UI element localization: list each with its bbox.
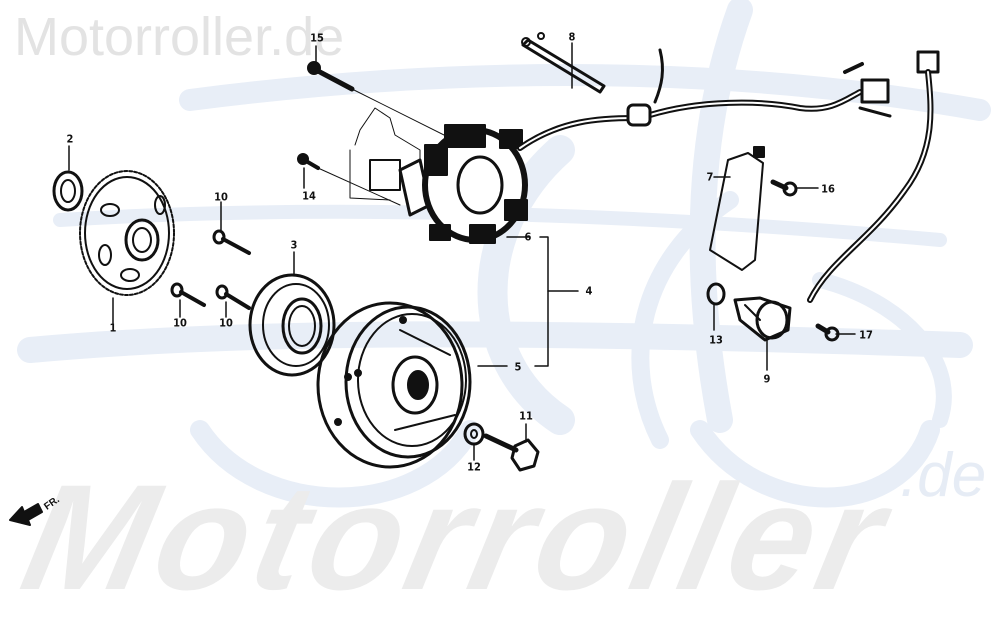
callout-4: 4 xyxy=(585,284,593,298)
watermark-de-suffix: .de xyxy=(900,441,987,510)
callout-13: 13 xyxy=(709,333,723,347)
callout-15: 15 xyxy=(310,31,324,45)
callout-5: 5 xyxy=(514,360,522,374)
callout-7: 7 xyxy=(706,170,714,184)
part-11-flange-bolt xyxy=(483,433,540,472)
callout-1: 1 xyxy=(109,321,117,335)
parts-diagram: Motorroller.de Motorroller .de xyxy=(9,0,991,621)
callout-14: 14 xyxy=(302,189,316,203)
part-2-collar xyxy=(52,170,84,212)
part-17-bolt xyxy=(815,323,840,342)
callout-3: 3 xyxy=(290,238,298,252)
callout-17: 17 xyxy=(859,328,873,342)
part-10-socket-bolts xyxy=(170,229,251,310)
callout-11: 11 xyxy=(519,409,533,423)
callout-12: 12 xyxy=(467,460,481,474)
callout-16: 16 xyxy=(821,182,835,196)
part-8-wire-clamp xyxy=(521,32,606,94)
part-6-stator xyxy=(349,107,528,244)
callout-6: 6 xyxy=(524,230,532,244)
callout-9: 9 xyxy=(763,372,771,386)
part-13-o-ring xyxy=(706,282,726,306)
arrow-front-icon xyxy=(9,503,43,526)
callout-10a: 10 xyxy=(214,190,228,204)
part-12-washer xyxy=(463,422,485,446)
part-9-switch xyxy=(733,296,792,342)
part-7-cover-plate xyxy=(709,146,765,271)
part-5-flywheel xyxy=(316,301,472,469)
parts-line-art xyxy=(9,32,940,526)
watermark-top-text: Motorroller.de xyxy=(14,7,345,67)
wire-harness xyxy=(517,48,940,303)
callout-10c: 10 xyxy=(219,316,233,330)
part-16-bolt xyxy=(770,179,798,197)
callout-8: 8 xyxy=(568,30,576,44)
part-15-bolt xyxy=(307,61,461,144)
callout-10b: 10 xyxy=(173,316,187,330)
part-1-driven-gear xyxy=(79,170,175,296)
part-14-screw xyxy=(297,153,401,206)
leader-lines xyxy=(68,42,856,461)
part-3-one-way-clutch xyxy=(248,273,336,377)
callout-2: 2 xyxy=(66,132,74,146)
